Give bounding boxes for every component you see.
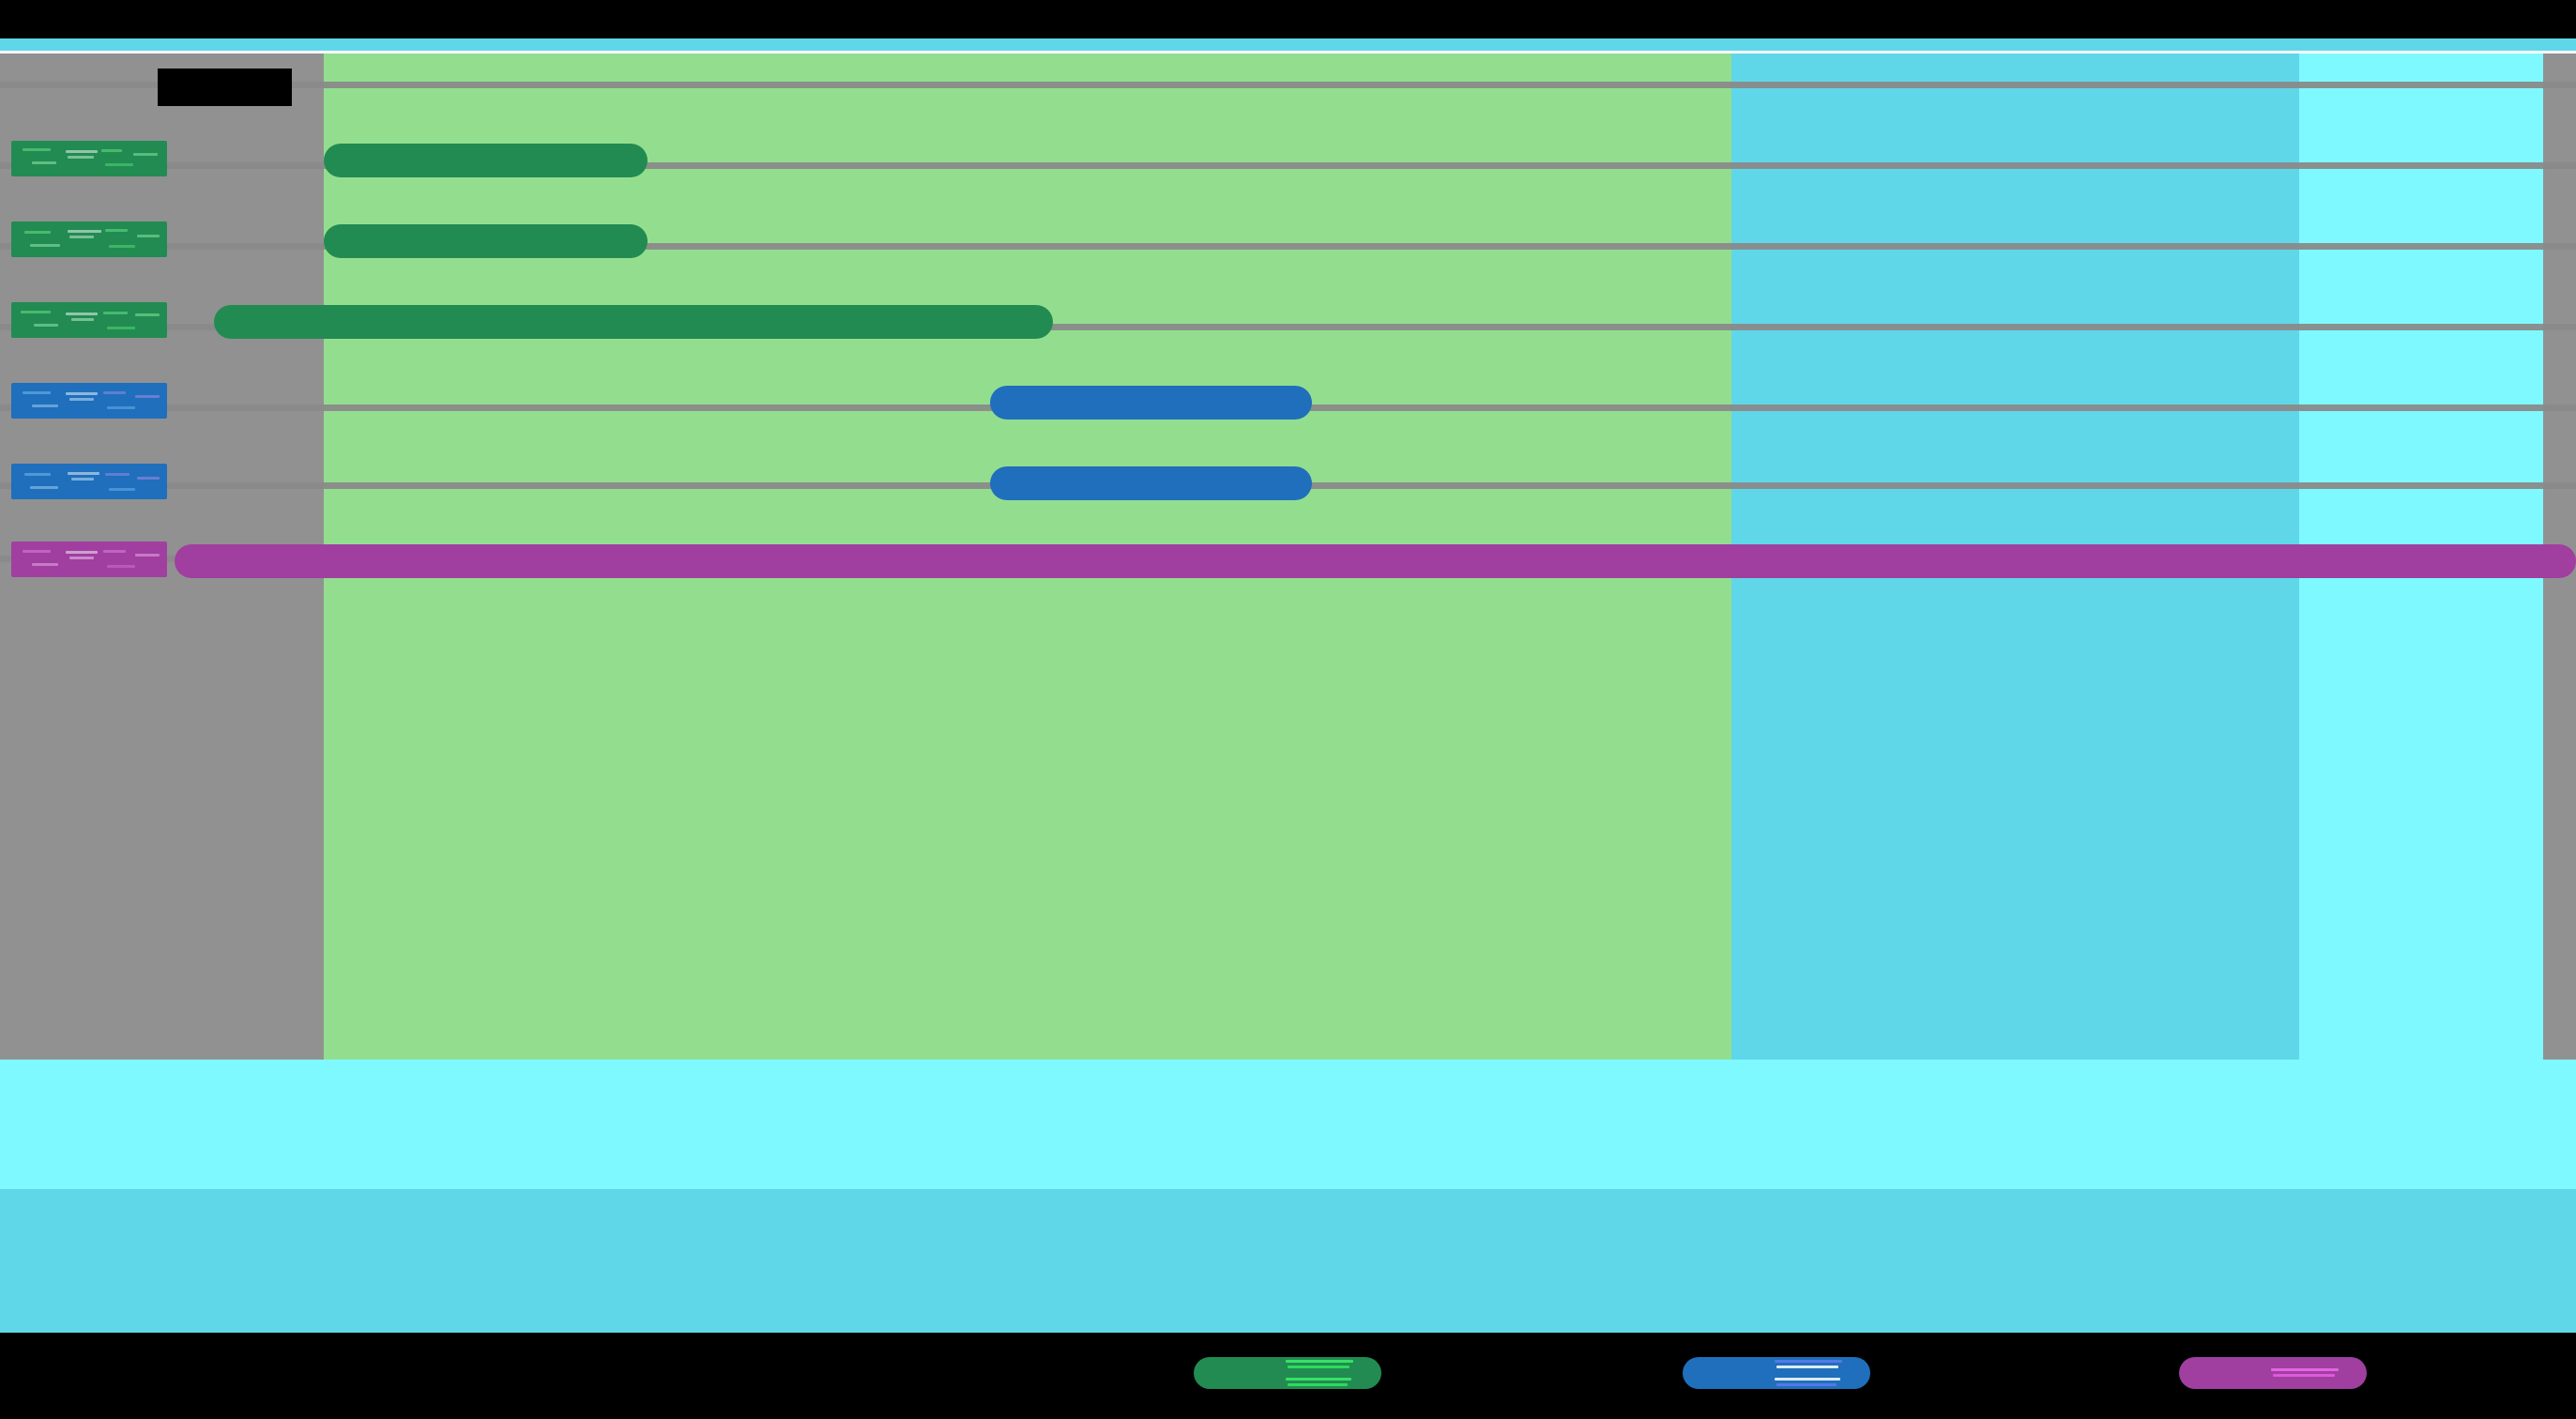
- gridline-row-0: [0, 82, 2576, 88]
- row-label-1-glyphs: [11, 221, 167, 257]
- row-label-5: [11, 542, 167, 577]
- legend-item-green[interactable]: [1194, 1357, 1381, 1389]
- x-axis-strip: [0, 1060, 2576, 1189]
- row-label-0: [11, 141, 167, 176]
- row-label-0-glyphs: [11, 141, 167, 176]
- row-label-3-glyphs: [11, 383, 167, 419]
- band-session-2: Session 2: [1731, 53, 2299, 1189]
- row-label-5-glyphs: [11, 542, 167, 577]
- band-tail: [2299, 53, 2543, 1189]
- gantt-bar-row-0[interactable]: [324, 144, 648, 177]
- gantt-bar-row-3[interactable]: [990, 386, 1312, 420]
- gantt-bar-row-5[interactable]: [175, 544, 2576, 578]
- gridline-row-3: [0, 324, 2576, 330]
- gantt-bar-row-4[interactable]: [990, 466, 1312, 500]
- gridline-row-1: [0, 162, 2576, 169]
- row-label-1: [11, 221, 167, 257]
- band-session-1b: [990, 53, 1731, 1189]
- gantt-bar-row-1[interactable]: [324, 224, 648, 258]
- frame-top-accent: [0, 38, 2576, 51]
- legend: [0, 1333, 2576, 1419]
- row-label-3: [11, 383, 167, 419]
- legend-item-blue[interactable]: [1683, 1357, 1870, 1389]
- title-redaction-block: [158, 69, 292, 106]
- row-label-4-glyphs: [11, 464, 167, 499]
- frame-top-hairline: [0, 51, 2576, 53]
- gridline-row-2: [0, 243, 2576, 250]
- legend-item-magenta[interactable]: [2179, 1357, 2367, 1389]
- row-label-2: [11, 302, 167, 338]
- row-label-2-glyphs: [11, 302, 167, 338]
- top-margin: [0, 0, 2576, 38]
- legend-background: [0, 1189, 2576, 1333]
- row-label-4: [11, 464, 167, 499]
- gantt-bar-row-2[interactable]: [214, 305, 1053, 339]
- gantt-chart-plot: Session 1 Session 2: [0, 53, 2576, 1189]
